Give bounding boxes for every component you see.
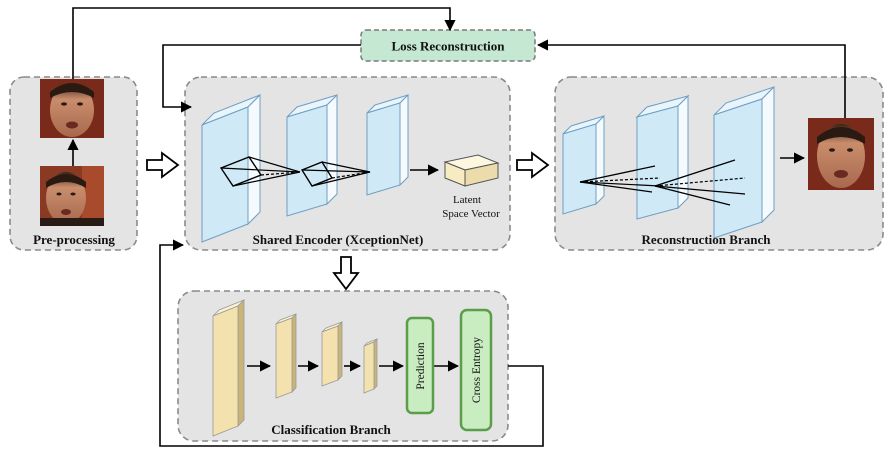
encoder-layer-3 (366, 93, 409, 196)
recon-layer-3 (713, 85, 775, 239)
classification-feedback-line (159, 239, 544, 447)
latent-label-line2: Space Vector (442, 208, 500, 220)
latent-label-line1: Latent (453, 194, 481, 206)
top-feedback-line (72, 7, 456, 80)
encoder-label: Shared Encoder (XceptionNet) (253, 232, 424, 247)
hollow-arrow-encoder-to-classifier (332, 256, 360, 291)
face-image-output (40, 79, 104, 138)
conv-kernel-1 (219, 156, 301, 187)
hollow-arrow-encoder-to-recon (516, 151, 550, 179)
classification-label: Classification Branch (271, 422, 391, 437)
deconv-rays-1 (579, 165, 661, 193)
cross-entropy-label: Cross Entropy (471, 337, 483, 403)
class-layer-1 (212, 299, 245, 437)
recon-layer-1 (562, 114, 605, 215)
hollow-arrow-preproc-to-encoder (146, 151, 180, 179)
recon-layer-2 (635, 94, 690, 220)
reconstruction-label: Reconstruction Branch (642, 232, 772, 247)
prediction-box (405, 316, 435, 415)
face-image-input (40, 166, 104, 226)
deconv-rays-2 (654, 159, 746, 206)
loss-to-encoder-line (162, 44, 361, 113)
class-layer-4 (363, 338, 378, 394)
recon-to-loss-line (536, 39, 846, 118)
encoder-layer-2 (286, 93, 338, 217)
preprocessing-label: Pre-processing (33, 232, 115, 247)
conv-kernel-2 (300, 161, 371, 187)
class-layer-3 (321, 321, 343, 387)
cross-entropy-box (459, 308, 493, 432)
class-layer-2 (275, 313, 297, 399)
encoder-panel (184, 76, 511, 251)
loss-reconstruction-label: Loss Reconstruction (391, 39, 505, 54)
reconstructed-face-image (808, 118, 874, 190)
prediction-label: Prediction (415, 342, 427, 390)
latent-space-vector-block (443, 154, 500, 187)
